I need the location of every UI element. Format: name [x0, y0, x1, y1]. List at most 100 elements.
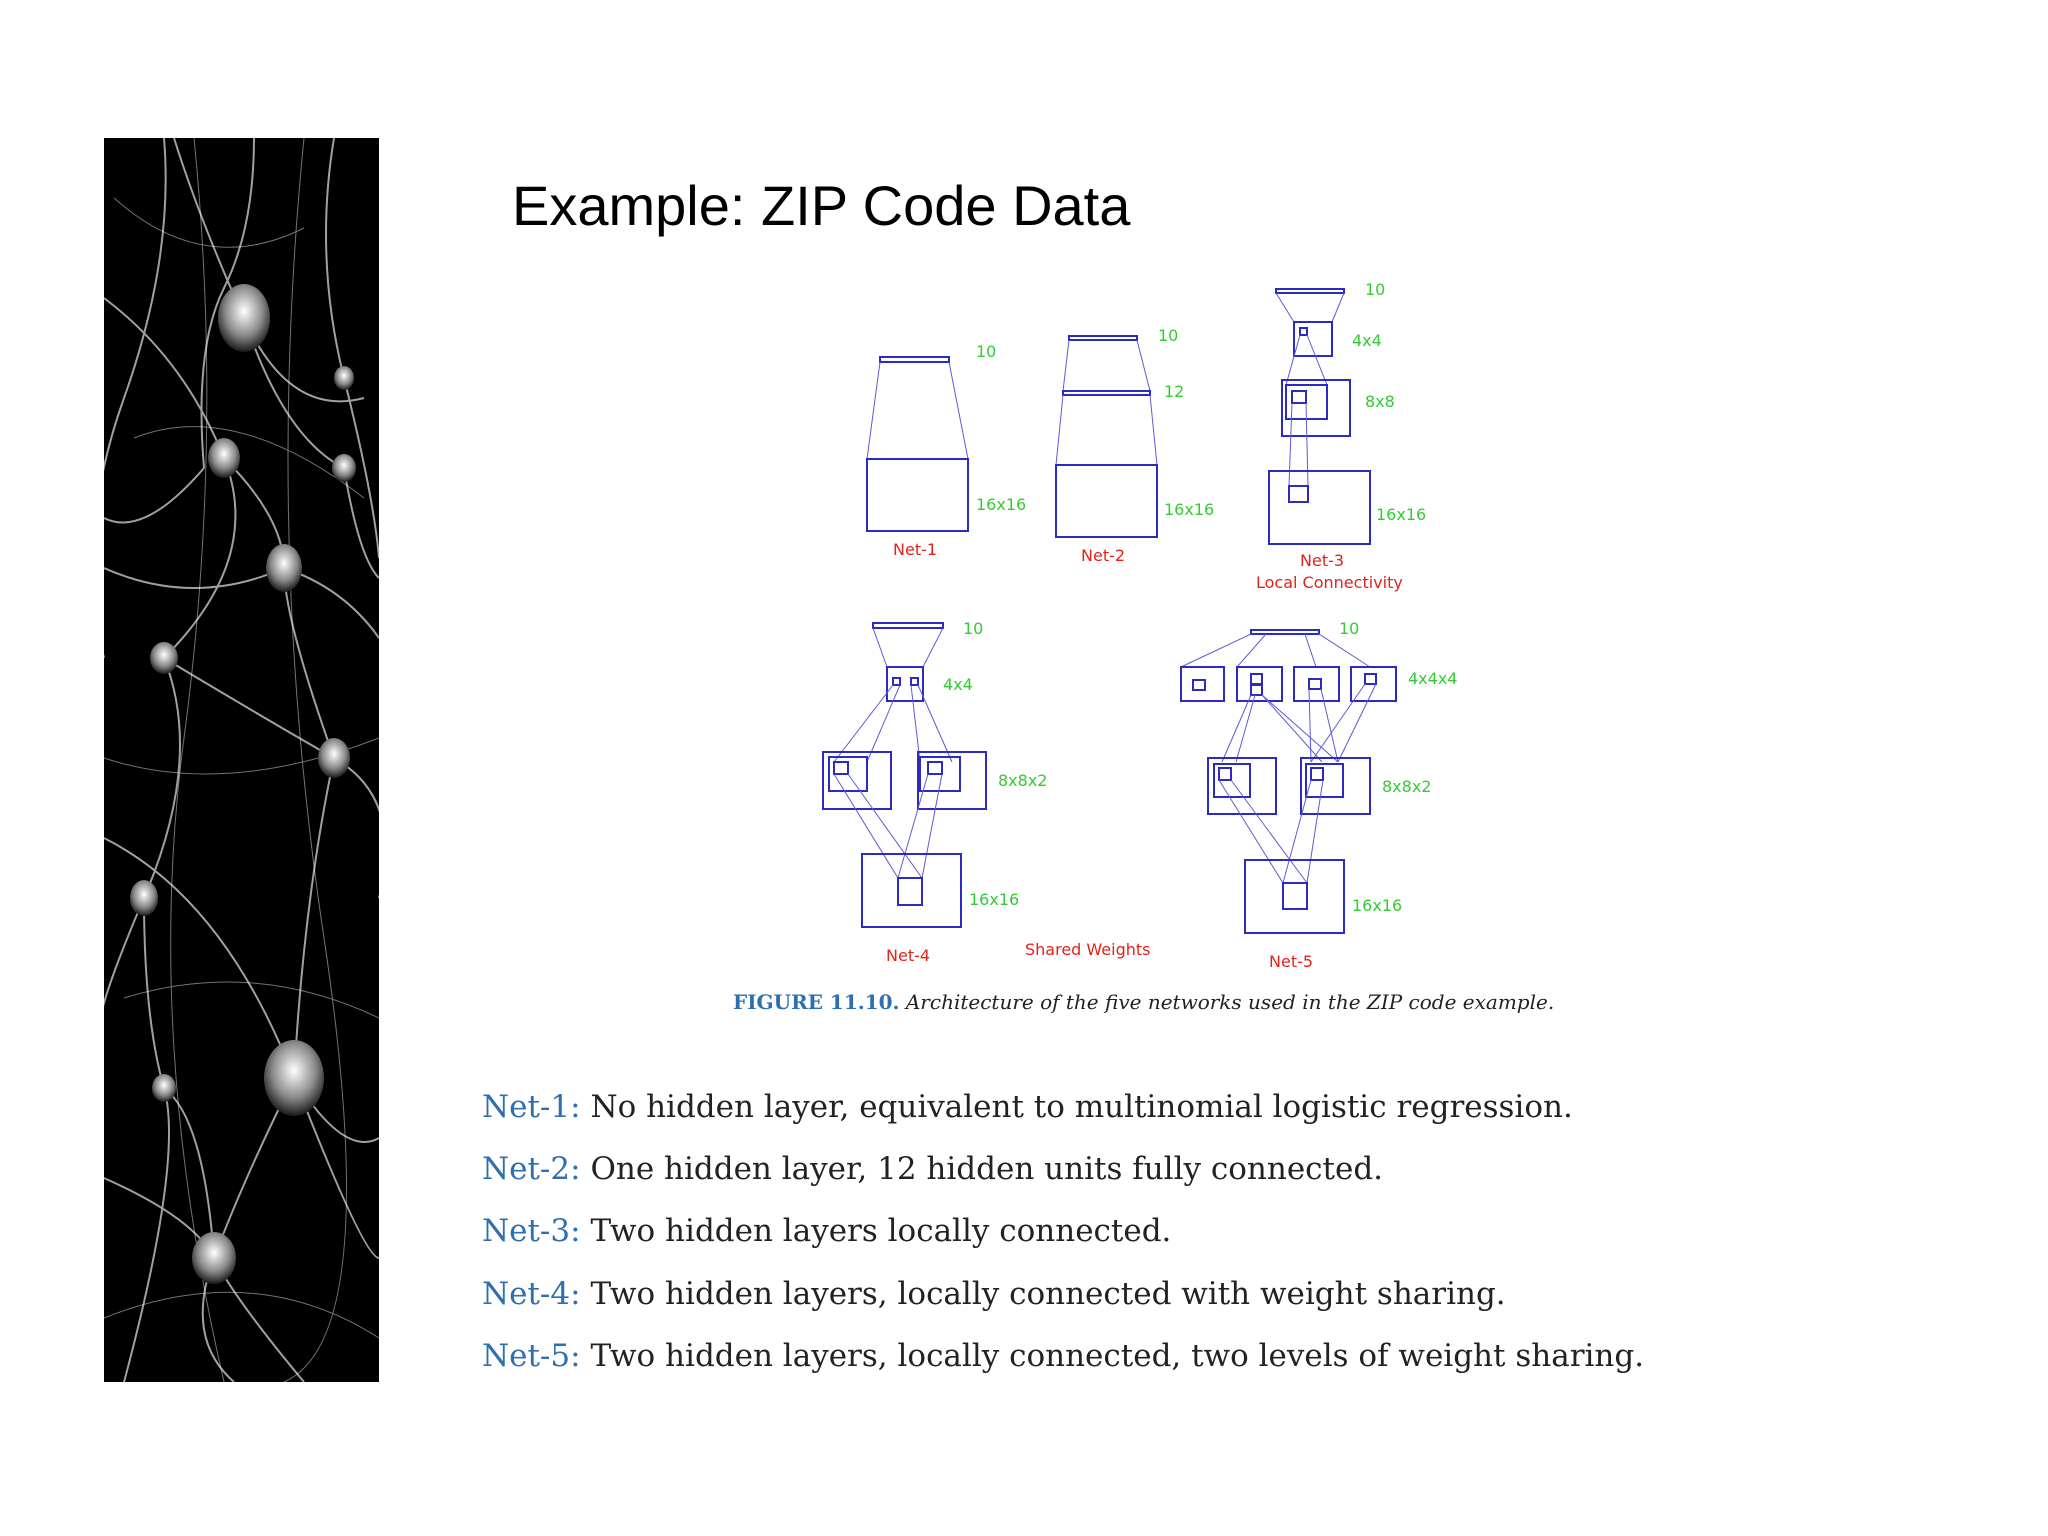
net-5-connection	[1282, 779, 1312, 884]
net-description-text: No hidden layer, equivalent to multinomi…	[590, 1089, 1573, 1125]
net-5-hidden-map	[1293, 666, 1340, 702]
net-4-hidden-layer-4x4	[886, 666, 924, 702]
net-2-connection	[1062, 339, 1070, 392]
net-4-receptive-field	[910, 677, 919, 686]
net-description-name: Net-2:	[482, 1151, 581, 1187]
net-description: Net-1: No hidden layer, equivalent to mu…	[482, 1089, 1573, 1125]
net-4-output-size: 10	[963, 619, 983, 638]
net-4-receptive-field	[892, 677, 901, 686]
net-5-input-layer	[1244, 859, 1345, 934]
net-3-output-layer	[1275, 288, 1345, 294]
net-5-hidden-layer-8x8-a	[1207, 757, 1277, 815]
net-5-diagram: 10 4x4x4 8x8x2 16x16 Net-5	[1180, 619, 1457, 971]
net-5-receptive-field	[1213, 763, 1251, 798]
net-3-receptive-field	[1291, 390, 1307, 404]
net-5-hidden1-size: 4x4x4	[1408, 669, 1457, 688]
net-4-receptive-field	[897, 877, 923, 906]
net-4-hidden-layer-8x8-a	[822, 751, 892, 810]
net-description-name: Net-4:	[482, 1276, 581, 1312]
net-3-connection	[1288, 402, 1293, 487]
net-5-receptive-field	[1250, 673, 1263, 685]
net-3-connection	[1305, 402, 1309, 487]
net-5-connection	[1318, 633, 1371, 668]
net-description-text: Two hidden layers, locally connected wit…	[590, 1276, 1506, 1312]
net-4-connection	[866, 684, 901, 763]
net-3-hidden-layer-8x8	[1281, 379, 1351, 437]
net-description-text: Two hidden layers, locally connected, tw…	[590, 1338, 1645, 1374]
net-4-receptive-field	[919, 756, 961, 792]
net-description: Net-4: Two hidden layers, locally connec…	[482, 1276, 1506, 1312]
net-1-output-layer	[879, 356, 950, 363]
net-5-output-layer	[1250, 629, 1320, 635]
net-3-label: Net-3	[1300, 551, 1344, 570]
figure-caption-label: FIGURE 11.10.	[733, 990, 900, 1014]
net-1-label: Net-1	[893, 540, 937, 559]
net-4-connection	[833, 684, 894, 763]
net-5-connection	[1230, 779, 1308, 884]
net-5-connection	[1310, 683, 1366, 763]
net-description: Net-2: One hidden layer, 12 hidden units…	[482, 1151, 1383, 1187]
net-5-receptive-field	[1305, 763, 1344, 798]
net-4-hidden-layer-8x8-b	[917, 751, 987, 810]
net-3-input-layer	[1268, 470, 1371, 545]
net-3-connection	[1331, 292, 1345, 323]
net-4-hidden2-size: 8x8x2	[998, 771, 1047, 790]
net-3-receptive-field	[1299, 327, 1308, 336]
net-2-input-size: 16x16	[1164, 500, 1214, 519]
net-4-receptive-field	[927, 761, 943, 775]
net-5-receptive-field	[1364, 673, 1377, 685]
net-3-subtitle: Local Connectivity	[1256, 573, 1403, 592]
slide-title: Example: ZIP Code Data	[512, 174, 1131, 237]
shared-weights-label: Shared Weights	[1025, 940, 1151, 959]
net-3-hidden2-size: 8x8	[1365, 392, 1395, 411]
net-3-output-size: 10	[1365, 280, 1385, 299]
net-5-input-size: 16x16	[1352, 896, 1402, 915]
net-description-name: Net-5:	[482, 1338, 581, 1374]
net-5-connection	[1261, 694, 1323, 763]
net-3-hidden-layer-4x4	[1293, 321, 1333, 357]
net-2-output-size: 10	[1158, 326, 1178, 345]
net-5-output-size: 10	[1339, 619, 1359, 638]
net-2-connection	[1136, 339, 1151, 392]
net-5-hidden-map	[1236, 666, 1283, 702]
net-description-text: One hidden layer, 12 hidden units fully …	[590, 1151, 1384, 1187]
net-3-hidden1-size: 4x4	[1352, 331, 1382, 350]
net-2-label: Net-2	[1081, 546, 1125, 565]
net-4-connection	[921, 773, 943, 879]
net-1-output-size: 10	[976, 342, 996, 361]
net-2-connection	[1149, 394, 1158, 466]
net-1-input-size: 16x16	[976, 495, 1026, 514]
net-2-input-layer	[1055, 464, 1158, 538]
net-3-input-size: 16x16	[1376, 505, 1426, 524]
net-5-hidden2-size: 8x8x2	[1382, 777, 1431, 796]
net-4-connection	[922, 627, 944, 668]
net-5-receptive-field	[1282, 882, 1308, 910]
net-3-diagram: 10 4x4 8x8 16x16 Net-3 Local Connectivit…	[1256, 280, 1426, 592]
net-5-connection	[1218, 779, 1284, 884]
net-3-receptive-field	[1288, 485, 1309, 503]
net-2-hidden-size: 12	[1164, 382, 1184, 401]
net-4-input-layer	[861, 853, 962, 928]
net-4-hidden1-size: 4x4	[943, 675, 973, 694]
net-3-connection	[1275, 292, 1295, 323]
net-5-receptive-field	[1310, 767, 1324, 781]
net-4-connection	[833, 773, 899, 879]
net-description: Net-3: Two hidden layers locally connect…	[482, 1213, 1171, 1249]
net-description-text: Two hidden layers locally connected.	[590, 1213, 1172, 1249]
net-description-name: Net-3:	[482, 1213, 581, 1249]
net-5-receptive-field	[1218, 767, 1232, 781]
net-1-connection	[866, 361, 881, 460]
net-description-name: Net-1:	[482, 1089, 581, 1125]
net-1-diagram: 10 16x16 Net-1	[866, 342, 1026, 559]
net-2-hidden-layer	[1062, 390, 1151, 396]
net-3-connection	[1306, 334, 1328, 386]
net-4-connection	[910, 684, 921, 763]
figure-caption-text: Architecture of the five networks used i…	[905, 990, 1555, 1014]
net-5-connection	[1236, 633, 1267, 668]
net-5-connection	[1320, 688, 1339, 763]
net-description: Net-5: Two hidden layers, locally connec…	[482, 1338, 1644, 1374]
net-3-connection	[1285, 334, 1301, 386]
net-5-connection	[1180, 633, 1252, 668]
net-1-connection	[948, 361, 969, 460]
net-5-connection	[1308, 688, 1312, 763]
